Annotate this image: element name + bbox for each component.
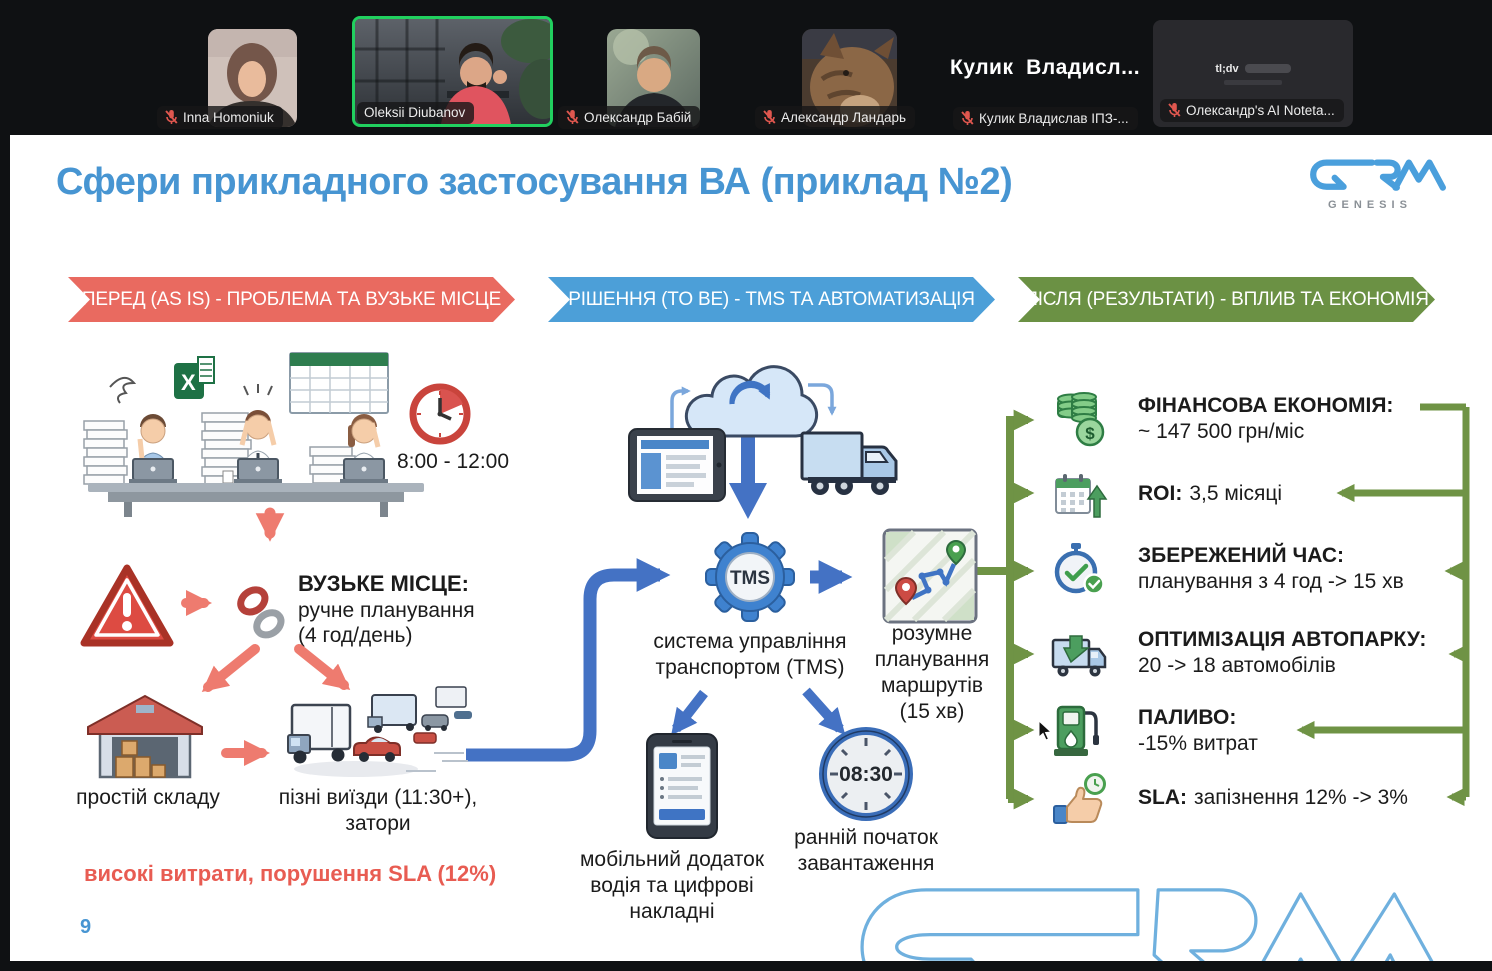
before-footer-warning: високі витрати, порушення SLA (12%) bbox=[84, 861, 497, 886]
time-range-label: 8:00 - 12:00 bbox=[396, 450, 510, 473]
page-number: 9 bbox=[80, 916, 92, 938]
result-value: ~ 147 500 грн/міс bbox=[1138, 420, 1305, 443]
crm-watermark bbox=[860, 888, 1434, 961]
driver-app-phone-icon bbox=[646, 733, 718, 839]
calendar-icon bbox=[1055, 474, 1108, 518]
stressed-office-workers-illustration: X bbox=[83, 352, 424, 517]
banner-before: ПЕРЕД (AS IS) - ПРОБЛЕМА ТА ВУЗЬКЕ МІСЦЕ bbox=[68, 277, 515, 322]
result-value: 20 -> 18 автомобілів bbox=[1138, 654, 1336, 677]
result-title: ФІНАНСОВА ЕКОНОМІЯ: bbox=[1138, 394, 1394, 417]
tms-badge-text: TMS bbox=[730, 568, 770, 589]
bottleneck-line2: (4 год/день) bbox=[298, 624, 413, 647]
traffic-label-line1: пізні виїзди (11:30+), bbox=[278, 786, 478, 809]
phone-label-line1: мобільний додаток bbox=[579, 848, 765, 871]
route-map-icon bbox=[882, 528, 978, 624]
tldv-badge bbox=[1244, 64, 1291, 73]
name-badge: Олександр's AI Noteta... bbox=[1160, 99, 1344, 122]
traffic-jam-icon bbox=[287, 686, 472, 777]
banner-solution: РІШЕННЯ (TO BE) - TMS ТА АВТОМАТИЗАЦІЯ bbox=[548, 277, 995, 322]
stopwatch-icon bbox=[1054, 543, 1105, 595]
genesis-label: GENESIS bbox=[1328, 199, 1412, 211]
deadline-clock-icon bbox=[409, 383, 471, 445]
warehouse-label: простій складу bbox=[76, 786, 220, 809]
result-line: ROI:3,5 місяці bbox=[1138, 482, 1283, 505]
participant-name-large: Кулик Владисл... bbox=[950, 56, 1141, 79]
mouse-cursor bbox=[1038, 720, 1053, 741]
tldv-logo: tl;dv bbox=[1215, 62, 1239, 75]
svg-text:X: X bbox=[181, 370, 196, 395]
mic-muted-icon bbox=[566, 110, 579, 124]
bottleneck-line1: ручне планування bbox=[298, 599, 475, 622]
warehouse-icon bbox=[87, 694, 203, 779]
shared-slide: Сфери прикладного застосування ВА (прикл… bbox=[10, 135, 1492, 961]
result-title: ОПТИМІЗАЦІЯ АВТОПАРКУ: bbox=[1138, 628, 1427, 651]
banner-after: ПІСЛЯ (РЕЗУЛЬТАТИ) - ВПЛИВ ТА ЕКОНОМІЯ bbox=[1018, 277, 1435, 322]
fleet-truck-icon bbox=[1051, 635, 1107, 677]
early-start-clock-icon: 08:30 bbox=[819, 727, 913, 821]
name-badge: Кулик Владислав ІПЗ-... bbox=[953, 107, 1138, 130]
coins-icon: $ bbox=[1057, 392, 1105, 447]
result-value: планування з 4 год -> 15 хв bbox=[1138, 570, 1404, 593]
mic-muted-icon bbox=[961, 111, 974, 125]
svg-text:$: $ bbox=[1085, 424, 1095, 443]
tms-label-line2: транспортом (TMS) bbox=[655, 656, 845, 679]
thumbs-up-icon bbox=[1053, 773, 1106, 824]
tldv-subtext-bar bbox=[1224, 79, 1282, 85]
mic-muted-icon bbox=[1168, 103, 1181, 117]
warning-triangle-icon bbox=[80, 564, 174, 647]
result-title: ЗБЕРЕЖЕНИЙ ЧАС: bbox=[1138, 544, 1345, 567]
slide-title: Сфери прикладного застосування ВА (прикл… bbox=[56, 161, 1013, 203]
map-label-line4: (15 хв) bbox=[899, 700, 965, 723]
tms-label-line1: система управління bbox=[653, 630, 847, 653]
map-label-line1: розумне bbox=[891, 622, 973, 645]
crm-genesis-logo: GENESIS bbox=[1298, 155, 1458, 225]
clock-label-line1: ранній початок bbox=[794, 826, 938, 849]
traffic-label-line2: затори bbox=[345, 812, 411, 835]
result-value: -15% витрат bbox=[1138, 732, 1258, 755]
mic-muted-icon bbox=[763, 110, 776, 124]
crm-logo-icon bbox=[1310, 159, 1446, 191]
tablet-icon bbox=[628, 428, 726, 502]
map-label-line2: планування bbox=[874, 648, 990, 671]
map-label-line3: маршрутів bbox=[880, 674, 984, 697]
name-badge: Oleksii Diubanov bbox=[357, 102, 475, 124]
delivery-truck-icon bbox=[800, 431, 898, 495]
bottleneck-title: ВУЗЬКЕ МІСЦЕ: bbox=[298, 571, 469, 596]
phone-label-line2: водія та цифрові bbox=[590, 874, 754, 897]
clock-label-line2: завантаження bbox=[797, 852, 935, 875]
result-title: ПАЛИВО: bbox=[1138, 706, 1237, 729]
fuel-icon bbox=[1054, 705, 1099, 756]
clock-time-text: 08:30 bbox=[839, 763, 893, 786]
name-badge: Александр Ландарь bbox=[755, 106, 916, 129]
tms-gear-icon: TMS bbox=[705, 532, 795, 622]
name-badge: Олександр Бабій bbox=[558, 106, 701, 129]
phone-label-line3: накладні bbox=[629, 900, 715, 923]
result-line: SLA:запізнення 12% -> 3% bbox=[1138, 786, 1408, 809]
name-badge: Inna Homoniuk bbox=[157, 106, 283, 129]
chain-link-icon bbox=[237, 586, 285, 639]
mic-muted-icon bbox=[165, 110, 178, 124]
